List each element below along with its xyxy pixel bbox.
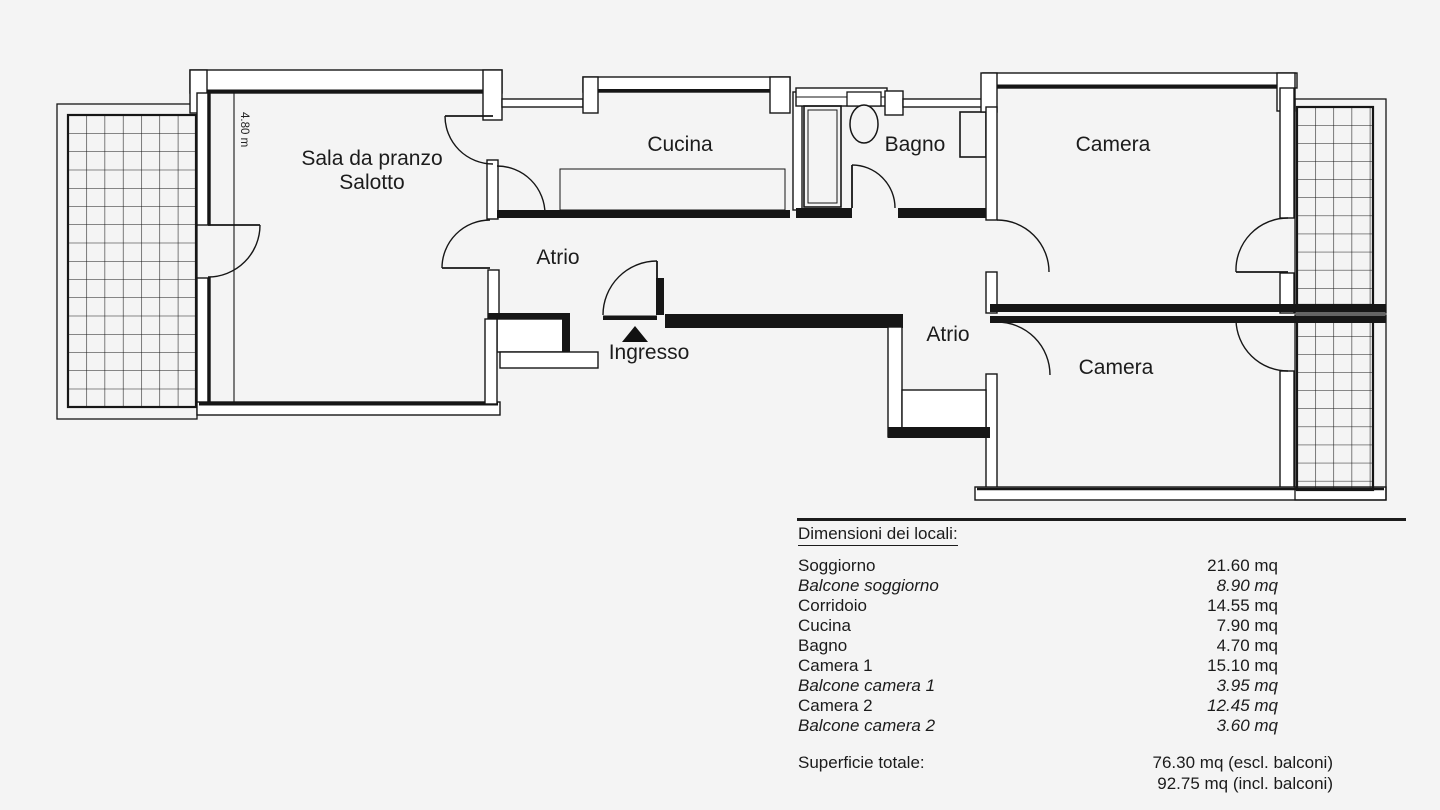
label-hall-left: Atrio: [536, 246, 579, 269]
door-bedroom2-arc: [996, 321, 1051, 376]
table-row: Bagno 4.70 mq: [798, 636, 1278, 656]
door-bedroom2-balcony-arc: [1235, 319, 1289, 372]
dimensions-table: Soggiorno 21.60 mq Balcone soggiorno 8.9…: [798, 556, 1278, 736]
row-value: 14.55 mq: [1207, 596, 1278, 615]
sink: [959, 111, 987, 158]
row-label: Camera 1: [798, 656, 873, 675]
table-row: Balcone camera 1 3.95 mq: [798, 676, 1278, 696]
entrance-arrow-icon: [622, 326, 648, 342]
table-row: Camera 1 15.10 mq: [798, 656, 1278, 676]
room-bathroom-walls: [795, 87, 990, 218]
door-kitchen-arc: [496, 165, 546, 215]
label-dimension: 4.80 m: [238, 112, 250, 147]
label-hall-right: Atrio: [926, 323, 969, 346]
row-label: Balcone soggiorno: [798, 576, 939, 595]
toilet: [849, 104, 879, 144]
room-living-walls: [189, 69, 503, 416]
row-label: Camera 2: [798, 696, 873, 715]
row-value: 7.90 mq: [1216, 616, 1278, 635]
total-incl-balconies: 92.75 mq (incl. balconi): [1157, 773, 1333, 793]
kitchen-counter: [559, 168, 786, 211]
row-value: 3.60 mq: [1216, 716, 1278, 735]
balcony-bedroom1-grid: [1295, 105, 1375, 307]
label-bathroom: Bagno: [885, 133, 946, 156]
balcony-bedroom2: [1294, 314, 1387, 501]
row-label: Soggiorno: [798, 556, 876, 575]
total-excl-balconies: 76.30 mq (escl. balconi): [1152, 753, 1333, 772]
row-value: 12.45 mq: [1207, 696, 1278, 715]
door-entrance-arc: [602, 260, 658, 316]
bathtub: [803, 105, 842, 208]
label-bedroom2: Camera: [1079, 356, 1154, 379]
label-bedroom1: Camera: [1076, 133, 1151, 156]
total-label: Superficie totale:: [798, 753, 925, 772]
row-value: 8.90 mq: [1216, 576, 1278, 595]
row-label: Cucina: [798, 616, 851, 635]
table-row: Camera 2 12.45 mq: [798, 696, 1278, 716]
room-bedroom1-walls: [980, 72, 1386, 314]
row-label: Corridoio: [798, 596, 867, 615]
door-living-hall-arc: [441, 219, 491, 269]
total-area: Superficie totale: 76.30 mq (escl. balco…: [798, 753, 1333, 794]
door-bedroom1-balcony-arc: [1235, 217, 1289, 273]
entrance-walls: [484, 278, 903, 405]
label-kitchen: Cucina: [647, 133, 713, 156]
hall-right-walls: [887, 326, 990, 438]
door-living-top-arc: [444, 115, 494, 165]
balcony-bedroom1: [1294, 98, 1387, 314]
label-living-2: Salotto: [339, 171, 404, 194]
table-row: Balcone camera 2 3.60 mq: [798, 716, 1278, 736]
label-living-1: Sala da pranzo: [301, 147, 442, 170]
table-row: Soggiorno 21.60 mq: [798, 556, 1278, 576]
balcony-living-grid: [66, 113, 198, 409]
balcony-living: [56, 103, 198, 420]
table-title: Dimensioni dei locali:: [798, 524, 958, 546]
table-row: Cucina 7.90 mq: [798, 616, 1278, 636]
row-value: 4.70 mq: [1216, 636, 1278, 655]
entrance-threshold: [603, 315, 657, 320]
door-living-balcony-arc: [207, 224, 261, 278]
row-label: Balcone camera 2: [798, 716, 936, 735]
door-bedroom1-arc: [996, 219, 1050, 273]
total-values: 76.30 mq (escl. balconi) 92.75 mq (incl.…: [925, 753, 1333, 794]
room-kitchen-walls: [497, 76, 803, 218]
label-entrance: Ingresso: [609, 341, 690, 364]
row-value: 21.60 mq: [1207, 556, 1278, 575]
bathtub-inner: [807, 109, 838, 204]
balcony-bedroom2-grid: [1295, 316, 1375, 492]
row-label: Bagno: [798, 636, 848, 655]
row-value: 15.10 mq: [1207, 656, 1278, 675]
row-value: 3.95 mq: [1216, 676, 1278, 695]
table-row: Balcone soggiorno 8.90 mq: [798, 576, 1278, 596]
table-row: Corridoio 14.55 mq: [798, 596, 1278, 616]
room-bedroom2-walls: [974, 316, 1387, 501]
toilet-cistern: [846, 91, 882, 107]
doors: [207, 115, 1289, 376]
table-divider: [797, 518, 1406, 521]
door-bathroom-arc: [851, 164, 896, 209]
row-label: Balcone camera 1: [798, 676, 936, 695]
